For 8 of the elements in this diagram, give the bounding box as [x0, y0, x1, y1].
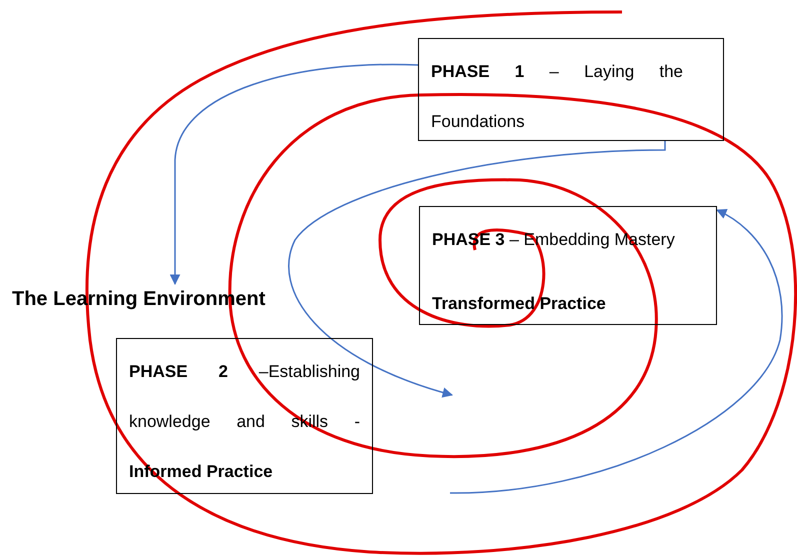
- arrow: [170, 64, 418, 286]
- phase-box: [418, 38, 724, 141]
- phase-box: [419, 206, 717, 325]
- phase-box: [116, 338, 373, 494]
- arrow: [450, 209, 783, 494]
- practice-label: Transformed Practice: [432, 293, 607, 315]
- arrow: [288, 141, 666, 398]
- phase-heading: PHASE 1 – Laying the Foundations: [431, 61, 683, 133]
